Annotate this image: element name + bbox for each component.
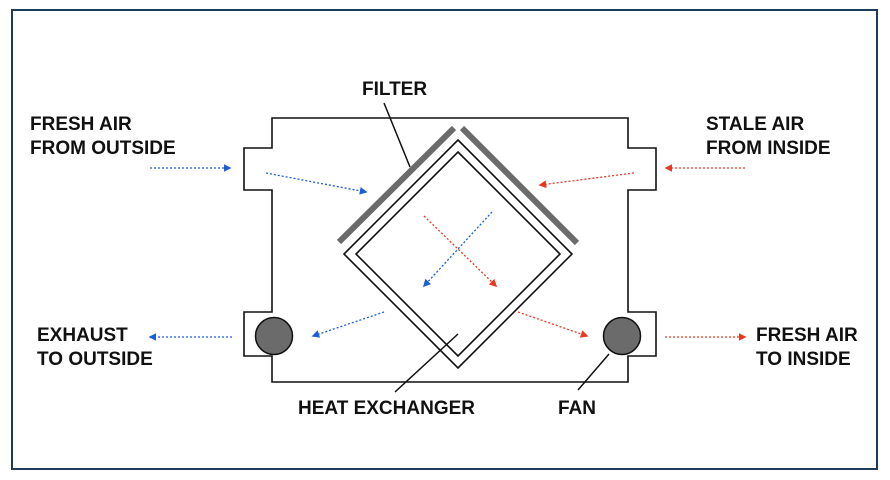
heat-exchanger-leader — [394, 333, 459, 393]
exhaust-to-outside-line-2: TO OUTSIDE — [37, 349, 153, 370]
fresh-air-to-filter-arrow — [265, 172, 368, 195]
unit-housing — [243, 117, 657, 383]
fresh-air-from-outside-label: FRESH AIR FROM OUTSIDE — [30, 113, 176, 161]
heat-exchanger-label: HEAT EXCHANGER — [298, 398, 475, 419]
exhaust-to-outside-line-1: EXHAUST — [37, 325, 128, 346]
filter-left — [336, 125, 457, 245]
stale-air-from-inside-line-1: STALE AIR — [706, 114, 805, 135]
fresh-air-from-outside-line-2: FROM OUTSIDE — [30, 138, 176, 159]
fan-leader — [577, 353, 610, 391]
fresh-air-through-exchanger-arrow — [422, 211, 493, 288]
stale-air-through-exchanger-arrow — [423, 215, 498, 288]
fan-label: FAN — [558, 398, 596, 419]
exhaust-to-fan-arrow — [311, 311, 385, 338]
fresh-air-to-inside-line-2: TO INSIDE — [756, 349, 851, 370]
fresh-air-from-outside-line-1: FRESH AIR — [30, 114, 132, 135]
exhaust-to-outside-label: EXHAUST TO OUTSIDE — [37, 324, 153, 372]
stale-air-from-inside-line-2: FROM INSIDE — [706, 138, 831, 159]
fresh-air-to-inside-line-1: FRESH AIR — [756, 325, 858, 346]
heat-exchanger-inner — [354, 150, 562, 358]
stale-air-to-filter-arrow — [538, 172, 635, 189]
heat-exchanger-outer — [342, 138, 574, 370]
filter-leader — [383, 102, 411, 168]
fan-left — [254, 316, 294, 356]
fresh-air-to-inside-label: FRESH AIR TO INSIDE — [756, 324, 858, 372]
filter-right — [459, 125, 580, 246]
filter-label: FILTER — [362, 79, 428, 100]
fresh-air-to-fan-arrow — [517, 311, 589, 338]
fan-right — [602, 316, 642, 356]
stale-air-from-inside-label: STALE AIR FROM INSIDE — [706, 113, 831, 161]
